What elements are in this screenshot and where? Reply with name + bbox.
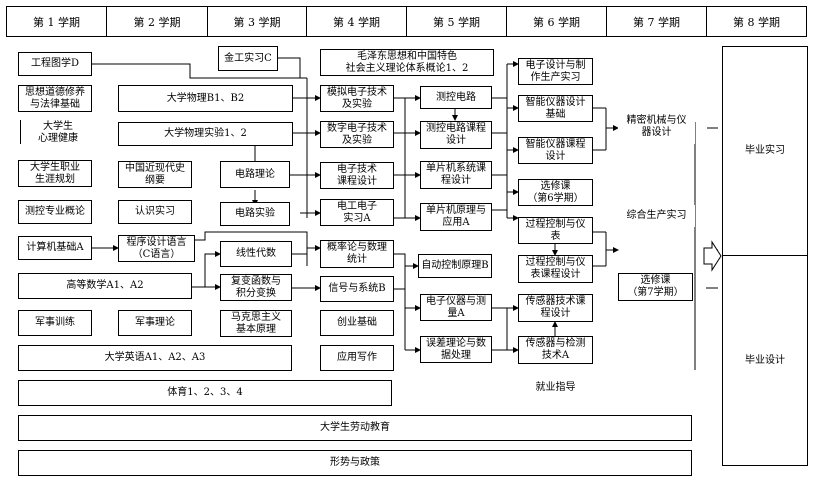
course-physics-lab: 大学物理实验1、2 [118,122,293,146]
course-military-training: 军事训练 [18,310,92,336]
course-college-english: 大学英语A1、A2、A3 [18,345,292,371]
course-analog-electronics: 模拟电子技术 及实验 [320,85,394,112]
course-sensor-design: 传感器技术课 程设计 [518,294,593,322]
course-physics: 大学物理B1、B2 [118,85,293,112]
semester-header-3: 第 3 学期 [207,6,307,37]
course-complex-functions: 复变函数与 积分变换 [220,274,292,301]
course-electrician-practice: 电工电子 实习A [320,199,394,226]
course-smart-instrument-design: 智能仪器课程 设计 [518,137,593,164]
course-military-theory: 军事理论 [118,310,192,336]
course-electronic-production: 电子设计与制 作生产实习 [518,58,593,85]
course-metalwork-practice: 金工实习C [218,46,278,71]
semester-header-8: 第 8 学期 [706,6,807,37]
course-labor-education: 大学生劳动教育 [18,415,692,441]
course-circuit-theory: 电路理论 [220,161,290,188]
course-graduation-design: 毕业设计 [722,255,808,466]
course-digital-electronics: 数字电子技术 及实验 [320,121,394,148]
course-error-theory: 误差理论与数 据处理 [420,336,492,363]
course-process-control-design: 过程控制与仪 表课程设计 [518,255,593,283]
course-electronics-design: 电子技术 课程设计 [320,162,394,189]
course-advanced-math: 高等数学A1、A2 [18,273,192,299]
course-measurement-intro: 测控专业概论 [18,200,92,224]
course-elective-6: 选修课 （第6学期） [518,179,593,206]
course-mcu-design: 单片机系统课 程设计 [420,161,492,189]
course-cognition-practice: 认识实习 [118,200,192,224]
course-production-practice: 综合生产实习 [618,205,695,227]
course-measurement-circuits-design: 测控电路课程 设计 [420,121,492,149]
course-marxism: 马克思主义 基本原理 [220,310,292,337]
course-process-control: 过程控制与仪 表 [518,217,593,244]
course-career-planning: 大学生职业 生涯规划 [18,160,92,187]
course-applied-writing: 应用写作 [320,345,394,371]
course-employment-guidance: 就业指导 [518,375,593,401]
course-situation-policy: 形势与政策 [18,450,692,476]
course-elective-7: 选修课 （第7学期） [618,273,693,301]
course-mental-health: 大学生 心理健康 [24,120,92,146]
semester-header-5: 第 5 学期 [406,6,507,37]
course-circuit-lab: 电路实验 [220,202,290,226]
course-linear-algebra: 线性代数 [220,241,292,267]
course-pe: 体育1、2、3、4 [18,380,392,406]
semester-header-2: 第 2 学期 [106,6,208,37]
semester-header-7: 第 7 学期 [606,6,707,37]
course-mcu-principles: 单片机原理与 应用A [420,203,492,231]
course-entrepreneurship: 创业基础 [320,310,394,336]
course-graduation-internship: 毕业实习 [722,46,808,256]
course-computer-basics: 计算机基础A [18,236,92,260]
course-signals-systems: 信号与系统B [320,276,394,302]
semester-header-4: 第 4 学期 [306,6,407,37]
course-probability: 概率论与数理 统计 [320,240,394,268]
course-mao-theory: 毛泽东思想和中国特色 社会主义理论体系概论1、2 [320,49,494,76]
course-automatic-control: 自动控制原理B [418,254,492,278]
course-smart-instrument-basics: 智能仪器设计 基础 [518,95,593,122]
semester-header-6: 第 6 学期 [506,6,607,37]
semester-header-1: 第 1 学期 [6,6,107,37]
course-electronic-instruments: 电子仪器与测 量A [420,294,492,321]
course-modern-history: 中国近现代史 纲要 [118,161,192,188]
column-divider [20,120,21,144]
course-measurement-circuits: 测控电路 [420,86,492,109]
course-precision-machinery: 精密机械与仪 器设计 [618,110,695,144]
course-programming-c: 程序设计语言 （C语言） [118,235,195,262]
course-sensor-detection: 传感器与检测 技术A [518,336,593,364]
course-ethics-law: 思想道德修养 与法律基础 [18,85,92,112]
course-engineering-drawing: 工程图学D [18,52,92,76]
